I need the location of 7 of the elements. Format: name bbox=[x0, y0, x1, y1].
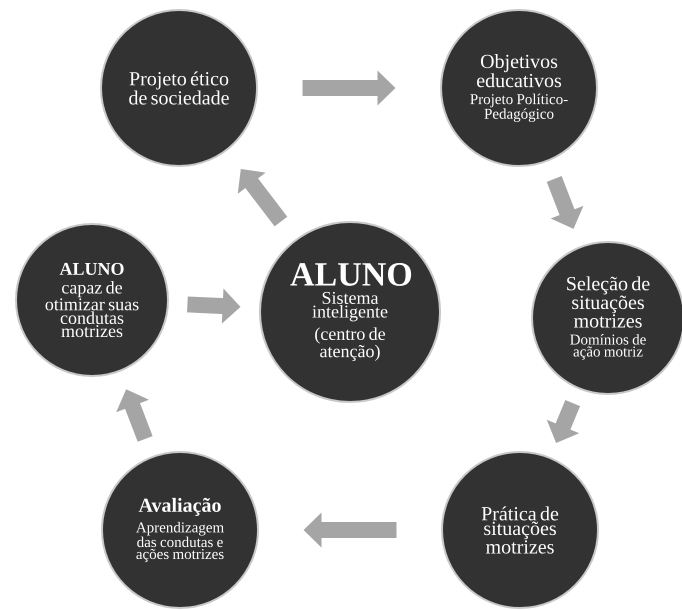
circle-node: Objetivos educativos Projeto Político-Pedagógico bbox=[440, 9, 598, 167]
circle-node: Seleção de situações motrizes Domínios de ação motriz bbox=[531, 241, 682, 395]
circle-node: Prática de situações motrizes bbox=[441, 451, 599, 609]
circle-node: ALUNO capaz de otimizar suas condutas motrizes bbox=[15, 223, 169, 377]
circle-node: Projeto ético de sociedade bbox=[100, 9, 258, 167]
circle-node: Avaliação Aprendizagem das condutas e ações motrizes bbox=[101, 451, 259, 609]
circle-node: ALUNO Sistema inteligente (centro de atenção) bbox=[259, 221, 441, 403]
